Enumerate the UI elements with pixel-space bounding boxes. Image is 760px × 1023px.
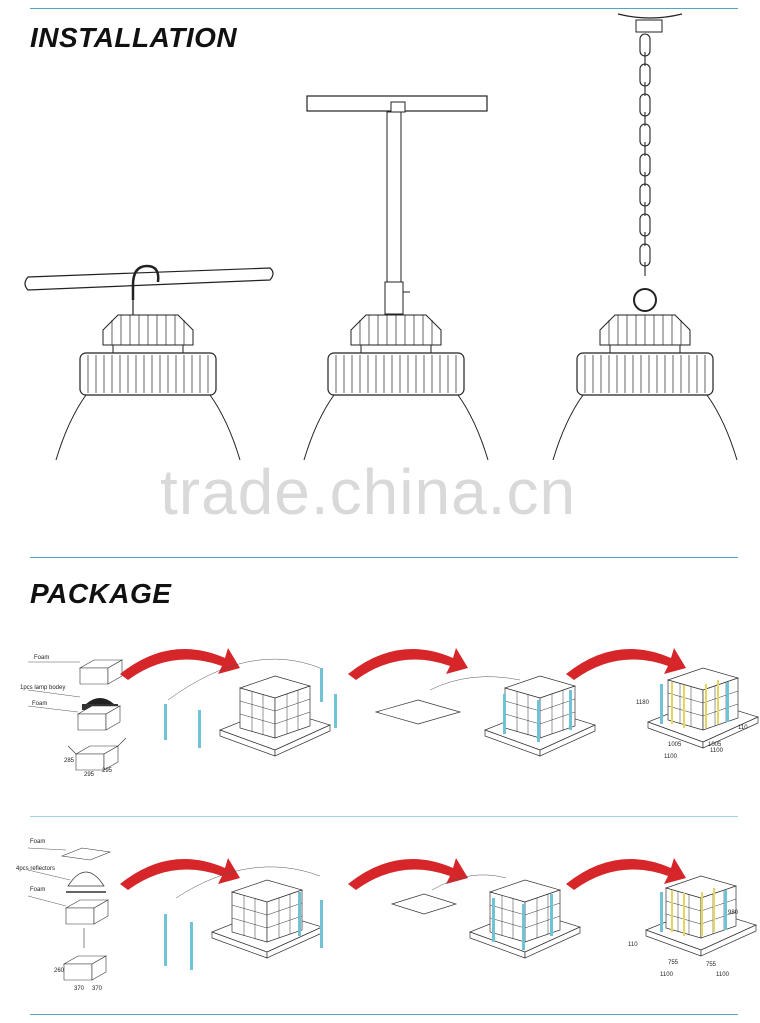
row1-foam-top-label: Foam [34, 655, 50, 661]
row1-foam-bottom-label: Foam [32, 701, 48, 707]
watermark: trade.china.cn [160, 456, 577, 528]
row1-pallet-length2-label: 1100 [710, 748, 723, 754]
row2-reflectors-label: 4pcs reflectors [16, 866, 56, 872]
package-row-2 [27, 847, 757, 981]
package-divider-rule [30, 816, 738, 817]
row2-pallet-base-label: 110 [628, 942, 638, 948]
row2-pallet-width2-label: 755 [706, 962, 717, 968]
row2-box-height-label: 260 [54, 968, 65, 974]
row1-pallet-width2-label: 1005 [708, 742, 722, 748]
package-row-1 [27, 648, 759, 771]
row1-box-height-label: 285 [64, 758, 75, 764]
installation-title: INSTALLATION [30, 22, 238, 53]
row2-pallet-length1-label: 1100 [660, 972, 673, 978]
row1-pallet-width1-label: 1005 [668, 742, 682, 748]
top-rule [30, 8, 738, 9]
row2-pallet-length2-label: 1100 [716, 972, 729, 978]
middle-rule [30, 557, 738, 558]
bottom-rule [30, 1014, 738, 1015]
row2-box-width2-label: 370 [92, 986, 103, 992]
row2-pallet-width1-label: 755 [668, 960, 679, 966]
row2-foam-top-label: Foam [30, 839, 46, 845]
row1-box-width1-label: 295 [84, 772, 95, 778]
row1-box-width2-label: 295 [102, 768, 113, 774]
row1-pallet-length1-label: 1100 [664, 754, 677, 760]
row2-foam-bottom-label: Foam [30, 887, 46, 893]
package-title: PACKAGE [30, 578, 172, 609]
row2-pallet-height-label: 980 [728, 910, 739, 916]
installation-illustration [24, 13, 738, 461]
hook-mount-illustration [24, 264, 274, 461]
row1-lamp-body-label: 1pcs lamp bodey [20, 685, 66, 691]
row1-pallet-height-label: 1180 [636, 700, 649, 706]
row1-pallet-base-label: 110 [738, 725, 748, 731]
chain-mount-illustration [552, 13, 738, 461]
row2-box-width1-label: 370 [74, 986, 85, 992]
pendant-pipe-mount-illustration [303, 95, 489, 461]
